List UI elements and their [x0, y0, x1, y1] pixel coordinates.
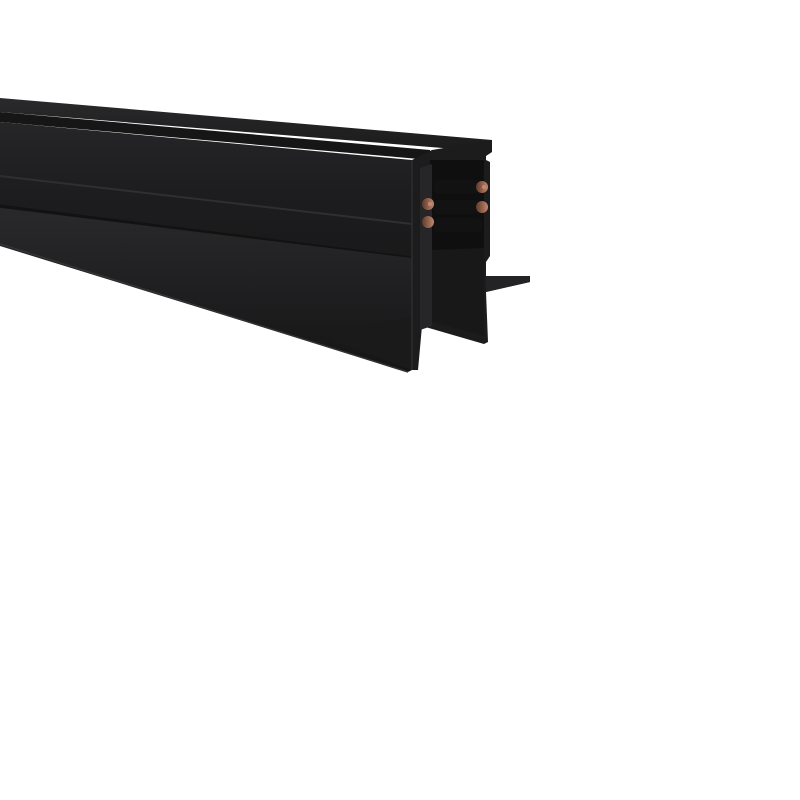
rail-flange-edge — [0, 243, 409, 373]
rail-lower-flange — [0, 208, 412, 372]
rail-top-groove — [0, 112, 430, 160]
copper-conductor-icon — [422, 180, 488, 232]
rail-end-wall — [420, 164, 432, 330]
rail-top-lip — [0, 98, 492, 152]
rail-end-lower-cavity — [432, 248, 484, 336]
rail-front-edge — [0, 204, 413, 260]
rail-side-tab — [486, 276, 530, 292]
rail-front-highlight — [0, 175, 413, 225]
rail-flange-lip — [330, 318, 412, 370]
